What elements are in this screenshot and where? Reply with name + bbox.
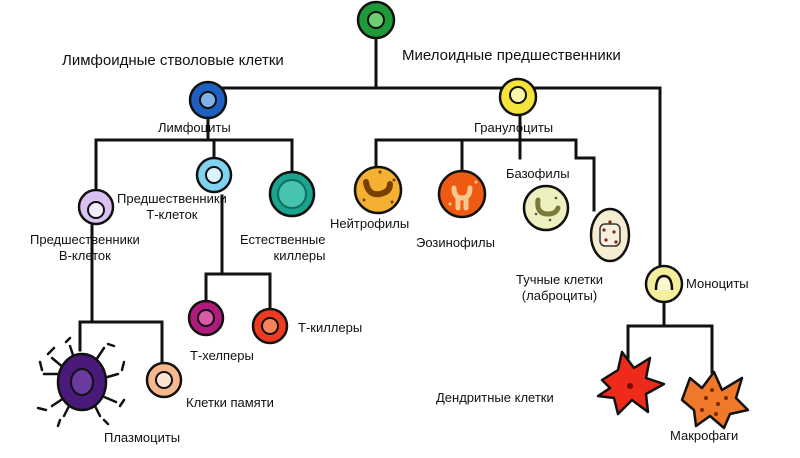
eosinophil-icon <box>437 169 487 219</box>
macrophage-icon <box>680 370 750 430</box>
label-t-helpers: Т-хелперы <box>190 348 254 363</box>
lymphoid-stem-cell-icon <box>188 80 228 120</box>
t-helper-cell-icon <box>187 299 225 337</box>
label-b-precursors: Предшественники В-клеток <box>30 232 140 263</box>
label-monocytes: Моноциты <box>686 276 749 291</box>
monocyte-icon <box>644 264 684 304</box>
myeloid-progenitor-icon <box>498 77 538 117</box>
plasmocyte-icon <box>36 336 126 428</box>
label-t-precursors: Предшественники Т-клеток <box>117 191 227 222</box>
label-basophils: Базофилы <box>506 166 570 181</box>
label-neutrophils: Нейтрофилы <box>330 216 410 231</box>
basophil-icon <box>522 184 570 232</box>
label-nk-cells: Естественные киллеры <box>240 232 326 263</box>
t-precursor-cell-icon <box>195 156 233 194</box>
label-memory-cells: Клетки памяти <box>186 395 274 410</box>
label-eosinophils: Эозинофилы <box>416 235 495 250</box>
label-macrophages: Макрофаги <box>670 428 739 443</box>
label-mast-cells: Тучные клетки (лаброциты) <box>516 272 603 303</box>
stem-cell-icon <box>356 0 396 40</box>
nk-cell-icon <box>268 170 316 218</box>
t-killer-cell-icon <box>251 307 289 345</box>
label-plasmocytes: Плазмоциты <box>104 430 181 445</box>
memory-cell-icon <box>145 361 183 399</box>
mast-cell-icon <box>589 207 631 263</box>
dendritic-cell-icon <box>596 350 666 416</box>
label-lymphoid-stem: Лимфоидные стволовые клетки <box>62 52 284 69</box>
label-lymphocytes: Лимфоциты <box>158 120 231 135</box>
neutrophil-icon <box>353 165 403 215</box>
b-precursor-cell-icon <box>77 188 115 226</box>
label-granulocytes: Гранулоциты <box>474 120 554 135</box>
label-t-killers: Т-киллеры <box>298 320 363 335</box>
label-myeloid-progenitors: Миелоидные предшественники <box>402 47 621 64</box>
label-dendritic-cells: Дендритные клетки <box>436 390 554 405</box>
